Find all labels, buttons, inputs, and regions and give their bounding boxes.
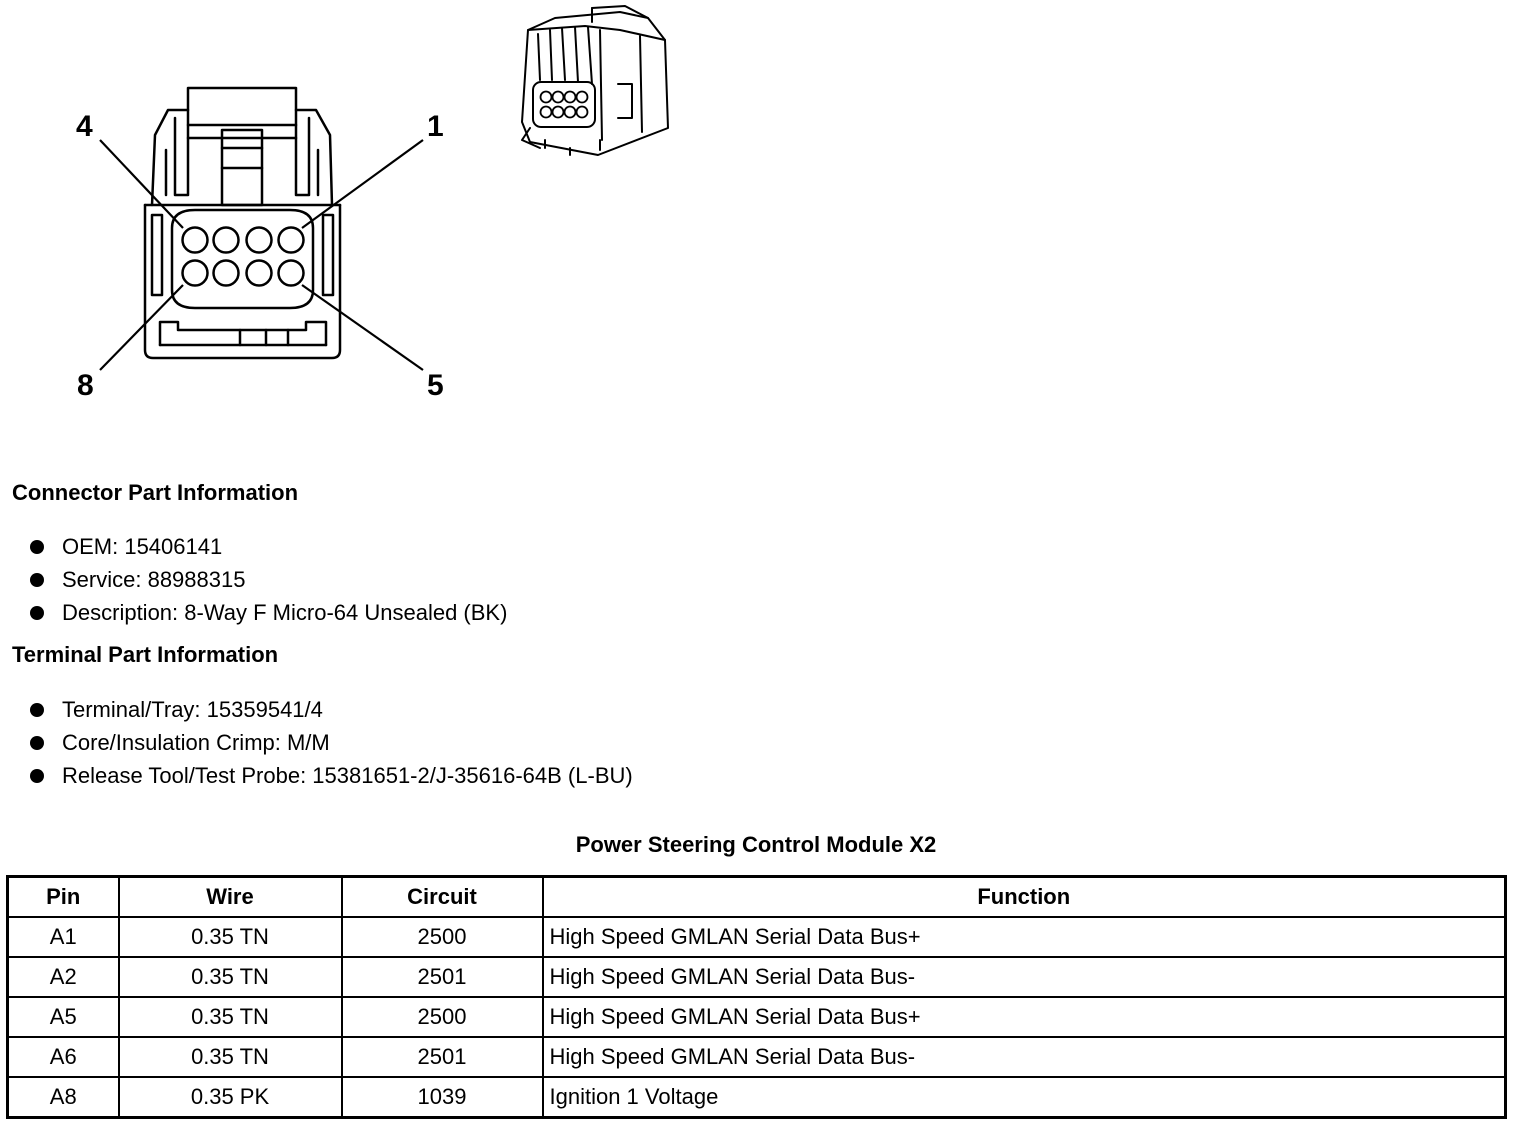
iso-pin-cavity: [575, 105, 589, 119]
cell-circuit: 2500: [340, 916, 544, 958]
iso-pin-cavity: [563, 105, 577, 119]
cell-wire: 0.35 TN: [117, 916, 343, 958]
cell-wire: 0.35 TN: [117, 956, 343, 998]
pin-cavity: [212, 226, 240, 254]
pin-callout-4: 4: [76, 110, 93, 143]
cell-wire: 0.35 TN: [117, 996, 343, 1038]
pin-cavity: [245, 259, 273, 287]
pin-cavity: [181, 226, 209, 254]
iso-pin-cavity: [539, 90, 553, 104]
column-header-pin: Pin: [6, 875, 120, 918]
connector-isometric-diagram: [521, 5, 669, 156]
cell-pin: A8: [6, 1076, 120, 1119]
pin-callout-8: 8: [77, 369, 94, 402]
bullet-icon: [30, 540, 44, 554]
cell-pin: A6: [6, 1036, 120, 1078]
list-item: Release Tool/Test Probe: 15381651-2/J-35…: [28, 759, 633, 792]
bullet-icon: [30, 769, 44, 783]
cell-function: Ignition 1 Voltage: [541, 1076, 1507, 1119]
cell-wire: 0.35 PK: [117, 1076, 343, 1119]
table-row: A1 0.35 TN 2500 High Speed GMLAN Serial …: [6, 916, 1507, 958]
iso-pin-cavity: [551, 105, 565, 119]
pin-cavity: [277, 226, 305, 254]
table-row: A5 0.35 TN 2500 High Speed GMLAN Serial …: [6, 996, 1507, 1038]
table-header-row: Pin Wire Circuit Function: [6, 875, 1507, 918]
iso-pin-cavity: [563, 90, 577, 104]
cell-function: High Speed GMLAN Serial Data Bus+: [541, 996, 1507, 1038]
cell-circuit: 1039: [340, 1076, 544, 1119]
list-item: Description: 8-Way F Micro-64 Unsealed (…: [28, 596, 507, 629]
cell-circuit: 2500: [340, 996, 544, 1038]
column-header-function: Function: [541, 875, 1507, 918]
bullet-icon: [30, 703, 44, 717]
connector-face-diagram: 4 1 8 5: [76, 86, 444, 402]
column-header-circuit: Circuit: [340, 875, 544, 918]
iso-pin-cavity: [539, 105, 553, 119]
cell-function: High Speed GMLAN Serial Data Bus+: [541, 916, 1507, 958]
pin-callout-5: 5: [427, 369, 444, 402]
table-row: A2 0.35 TN 2501 High Speed GMLAN Serial …: [6, 956, 1507, 998]
cell-pin: A2: [6, 956, 120, 998]
table-row: A8 0.35 PK 1039 Ignition 1 Voltage: [6, 1076, 1507, 1119]
pin-cavity: [212, 259, 240, 287]
bullet-icon: [30, 736, 44, 750]
bullet-icon: [30, 573, 44, 587]
table-row: A6 0.35 TN 2501 High Speed GMLAN Serial …: [6, 1036, 1507, 1078]
pin-callout-1: 1: [427, 110, 444, 143]
list-item: Core/Insulation Crimp: M/M: [28, 726, 633, 759]
list-item: Service: 88988315: [28, 563, 507, 596]
table-title: Power Steering Control Module X2: [575, 832, 937, 857]
cell-circuit: 2501: [340, 956, 544, 998]
pin-cavity: [245, 226, 273, 254]
cell-pin: A1: [6, 916, 120, 958]
pin-cavity: [181, 259, 209, 287]
cell-function: High Speed GMLAN Serial Data Bus-: [541, 1036, 1507, 1078]
connector-info-list: OEM: 15406141 Service: 88988315 Descript…: [28, 530, 507, 629]
connector-info-heading: Connector Part Information: [12, 480, 299, 505]
cell-pin: A5: [6, 996, 120, 1038]
cell-wire: 0.35 TN: [117, 1036, 343, 1078]
column-header-wire: Wire: [117, 875, 343, 918]
bullet-icon: [30, 606, 44, 620]
pin-cavity: [277, 259, 305, 287]
terminal-info-heading: Terminal Part Information: [12, 642, 279, 667]
iso-pin-cavity: [551, 90, 565, 104]
cell-function: High Speed GMLAN Serial Data Bus-: [541, 956, 1507, 998]
pin-table: Pin Wire Circuit Function A1 0.35 TN 250…: [6, 875, 1507, 1119]
iso-pin-cavity: [575, 90, 589, 104]
cell-circuit: 2501: [340, 1036, 544, 1078]
terminal-info-list: Terminal/Tray: 15359541/4 Core/Insulatio…: [28, 693, 633, 792]
list-item: Terminal/Tray: 15359541/4: [28, 693, 633, 726]
list-item: OEM: 15406141: [28, 530, 507, 563]
